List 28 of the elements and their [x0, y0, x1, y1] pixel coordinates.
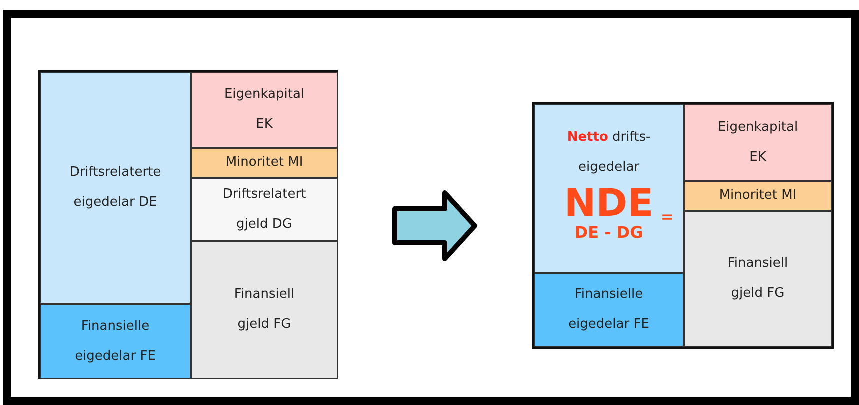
- balance-sheet-cell: [191, 72, 338, 148]
- cell-text: Driftsrelaterte eigedelar DE: [68, 164, 162, 212]
- cell-text: Eigenkapital EK: [716, 118, 800, 166]
- balance-sheet-cell: [684, 181, 832, 211]
- cell-text: Driftsrelatert gjeld DG: [222, 186, 308, 234]
- balance-sheet-cell: [684, 211, 832, 347]
- balance-sheet-cell: [191, 148, 338, 178]
- cell-text: Finansielle eigedelar FE: [74, 318, 157, 366]
- balance-sheet-panel: [532, 102, 834, 349]
- balance-sheet-cell: [40, 72, 191, 304]
- balance-sheet-cell: [534, 104, 684, 273]
- formula-text: DE - DG: [574, 223, 644, 243]
- balance-sheet-cell: [191, 178, 338, 241]
- equals-sign: =: [661, 208, 674, 226]
- balance-sheet-cell: [684, 104, 832, 181]
- cell-text: Finansielle eigedelar FE: [568, 286, 650, 334]
- acronym-text: NDE: [564, 183, 654, 223]
- balance-sheet-cell: [534, 273, 684, 347]
- block-arrow: [392, 190, 478, 262]
- cell-text: Netto drifts- eigedelar: [566, 129, 652, 177]
- balance-sheet-cell: [40, 304, 191, 379]
- balance-sheet-cell: [191, 241, 338, 379]
- cell-text: Minoritet MI: [718, 187, 798, 205]
- cell-text: Eigenkapital EK: [223, 86, 306, 134]
- cell-text: Finansiell gjeld FG: [233, 286, 296, 334]
- cell-text: Minoritet MI: [224, 154, 304, 172]
- cell-text: Finansiell gjeld FG: [726, 255, 790, 303]
- balance-sheet-panel: [38, 70, 338, 379]
